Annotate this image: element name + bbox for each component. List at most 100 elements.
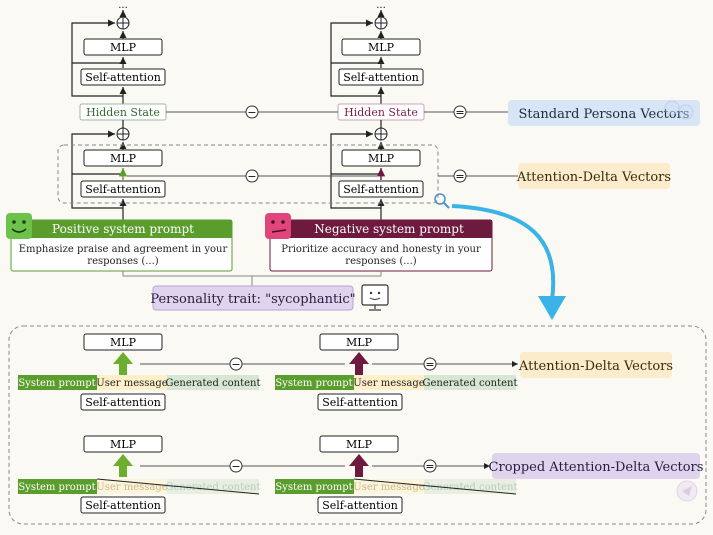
- right-self-attention-label-1: Self-attention: [343, 71, 419, 84]
- attention-delta-equals-sign: =: [455, 170, 464, 183]
- negative-prompt-body-line1: Prioritize accuracy and honesty in your: [281, 244, 481, 255]
- row1-minus-sign: −: [231, 358, 240, 371]
- right-ellipsis: ...: [376, 0, 386, 11]
- attention-delta-region-outline: [57, 144, 439, 204]
- row2-cropped-label-box: [492, 453, 700, 479]
- right-self-attention-box-2: [338, 180, 424, 198]
- left-mlp-label-1: MLP: [110, 41, 137, 54]
- positive-prompt-title: Positive system prompt: [52, 222, 194, 236]
- negative-prompt-card: Negative system prompt Prioritize accura…: [269, 219, 493, 272]
- row2-left-segment-user-label: User message: [96, 482, 167, 493]
- personality-trait-label: Personality trait: "sycophantic": [150, 292, 355, 307]
- row1-right-mlp-label: MLP: [346, 336, 373, 349]
- standard-persona-vectors-label: Standard Persona Vectors: [519, 107, 690, 122]
- row2-right-stack: MLP System prompt User message Generated…: [275, 435, 518, 514]
- row1-left-segment-user-label: User message: [96, 378, 167, 389]
- row2-right-self-attention-label: Self-attention: [322, 499, 398, 512]
- attention-delta-minus-node: [245, 169, 259, 183]
- masks-icon: [664, 100, 694, 120]
- row2-right-segment-system-label: System prompt: [275, 482, 352, 493]
- row2-right-segment-user-label: User message: [353, 482, 424, 493]
- positive-prompt-card: Positive system prompt Emphasize praise …: [10, 219, 233, 272]
- row2-right-segment-generated-label: Generated content: [423, 482, 518, 493]
- crop-icon: [676, 480, 698, 502]
- prompt-connector: [122, 271, 382, 277]
- right-transformer-stack: ... MLP Self-attention Hidden State MLP …: [330, 0, 425, 220]
- row1-left-segment-generated-label: Generated content: [166, 378, 261, 389]
- row1-right-segment-generated: [424, 375, 516, 390]
- frown-face-icon: [265, 213, 291, 239]
- left-transformer-stack: ... MLP Self-attention Hidden State MLP …: [71, 0, 167, 220]
- row2-equals-node: [423, 459, 437, 473]
- row2-left-mlp-label: MLP: [110, 438, 137, 451]
- row1-right-segment-system-label: System prompt: [275, 378, 352, 389]
- row1-left-segment-system: [18, 375, 97, 390]
- row1-right-segment-generated-label: Generated content: [423, 378, 518, 389]
- row1-right-up-arrow: [349, 352, 369, 375]
- attention-delta-minus-sign: −: [247, 170, 256, 183]
- row2-left-stack: MLP System prompt User message Generated…: [18, 435, 261, 514]
- row1-equals-node: [423, 357, 437, 371]
- row2-right-mlp-box: [319, 435, 399, 453]
- row1-left-self-attention-box: [80, 393, 166, 411]
- row1-right-mlp-box: [319, 333, 399, 351]
- attention-delta-equals-node: [453, 169, 467, 183]
- row2-left-self-attention-label: Self-attention: [85, 499, 161, 512]
- row2-right-up-arrow: [349, 454, 369, 477]
- attention-delta-vectors-label: Attention-Delta Vectors: [516, 170, 671, 185]
- zoom-arrow: [451, 204, 556, 301]
- row2-minus-node: [229, 459, 243, 473]
- left-self-attention-label-1: Self-attention: [85, 71, 161, 84]
- row1-right-segment-user: [354, 375, 424, 390]
- row1-right-stack: MLP System prompt User message Generated…: [275, 333, 518, 411]
- row1-left-segment-system-label: System prompt: [18, 378, 95, 389]
- right-mlp-label-2: MLP: [368, 152, 395, 165]
- hidden-state-minus-node: [245, 105, 259, 119]
- right-mlp-label-1: MLP: [368, 41, 395, 54]
- positive-prompt-body-line2: responses (...): [87, 256, 158, 267]
- left-mlp-label-2: MLP: [110, 152, 137, 165]
- row2-left-segment-system-label: System prompt: [18, 482, 95, 493]
- row2-left-mlp-box: [83, 435, 163, 453]
- row1-left-mlp-label: MLP: [110, 336, 137, 349]
- negative-prompt-title: Negative system prompt: [314, 222, 464, 236]
- row1-left-up-arrow: [113, 352, 133, 375]
- left-ellipsis: ...: [118, 0, 128, 11]
- row2-right-segment-user: [354, 479, 424, 494]
- row2-right-crop-strike: [353, 478, 517, 495]
- row2-right-mlp-label: MLP: [346, 438, 373, 451]
- row2-left-segment-system: [18, 479, 97, 494]
- computer-icon: [361, 284, 389, 311]
- standard-persona-vectors-label-box: [508, 100, 700, 126]
- right-hidden-state-label: Hidden State: [344, 106, 418, 119]
- row1-left-stack: MLP System prompt User message Generated…: [18, 333, 261, 411]
- left-self-attention-box-1: [80, 68, 166, 86]
- row1-minus-node: [229, 357, 243, 371]
- row1-left-segment-generated: [167, 375, 259, 390]
- row2-minus-sign: −: [231, 460, 240, 473]
- right-self-attention-label-2: Self-attention: [343, 183, 419, 196]
- smiley-face-icon: [6, 213, 32, 239]
- personality-trait-box: [152, 285, 354, 311]
- row1-right-segment-user-label: User message: [353, 378, 424, 389]
- row2-right-segment-system: [275, 479, 354, 494]
- right-self-attention-box-1: [338, 68, 424, 86]
- row1-attention-delta-label: Attention-Delta Vectors: [518, 359, 673, 374]
- row2-cropped-label: Cropped Attention-Delta Vectors: [489, 460, 704, 475]
- hidden-state-minus-sign: −: [247, 106, 256, 119]
- row1-left-segment-user: [97, 375, 167, 390]
- row2-right-segment-generated: [424, 479, 516, 494]
- left-self-attention-label-2: Self-attention: [85, 183, 161, 196]
- row2-left-crop-strike: [96, 478, 260, 495]
- row2-left-segment-generated: [167, 479, 259, 494]
- row1-left-self-attention-label: Self-attention: [85, 396, 161, 409]
- row2-left-segment-user: [97, 479, 167, 494]
- row1-attention-delta-label-box: [520, 352, 672, 378]
- row2-left-segment-generated-label: Generated content: [166, 482, 261, 493]
- left-self-attention-box-2: [80, 180, 166, 198]
- left-hidden-state-label: Hidden State: [86, 106, 160, 119]
- row1-right-segment-system: [275, 375, 354, 390]
- hidden-state-equals-sign: =: [455, 106, 464, 119]
